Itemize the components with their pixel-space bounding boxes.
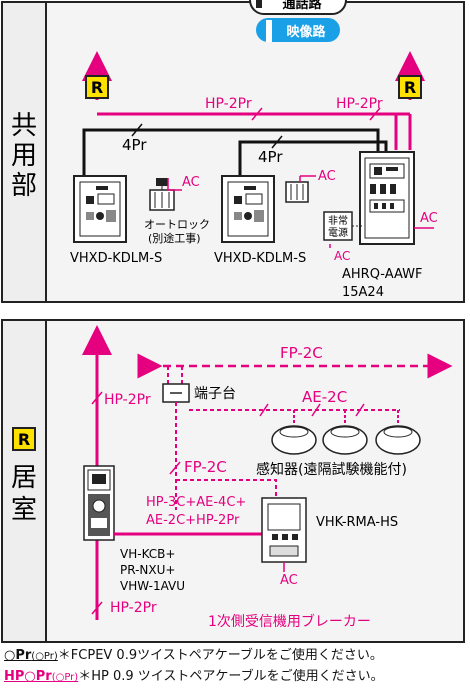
monitor-label: VHK-RMA-HS [316, 515, 398, 530]
ac-bottom: AC [334, 249, 350, 263]
dwelling-side-label-2: 室 [11, 495, 37, 525]
door-line3: VHW-1AVU [120, 579, 185, 593]
lobby-station-right [221, 175, 275, 243]
emergency-line2: 電源 [328, 226, 348, 239]
cable-4pr-left: 4Pr [122, 136, 147, 154]
4pr-lines [82, 128, 388, 180]
svg-text:R: R [18, 430, 30, 449]
r-badge-right: R [398, 75, 422, 99]
control-unit [359, 151, 415, 245]
ac-left: AC [182, 175, 200, 190]
common-side-label-2: 用 [11, 141, 37, 171]
breaker-label: 1次側受信機用ブレーカー [208, 613, 371, 630]
emergency-power: 非常 電源 [323, 211, 353, 241]
cable-ae: AE-2C [302, 388, 347, 406]
control-label-1: AHRQ-AAWF [342, 267, 422, 282]
sensor-label: 感知器(遠隔試験機能付) [256, 461, 407, 478]
door-line1: VH-KCB+ [120, 547, 175, 561]
dwelling-r-badge [12, 427, 36, 451]
cable-hp-left: HP-2Pr [205, 96, 252, 112]
autolock-line1: オートロック [144, 218, 210, 231]
cable-notes: ○Pr(○Pr)＊FCPEV 0.9ツイストペアケーブルをご使用ください。 HP… [4, 646, 468, 688]
svg-text:R: R [91, 78, 103, 97]
cable-fp-top: FP-2C [280, 344, 323, 362]
autolock-device [149, 178, 175, 211]
legend-call-line: 通話路 [282, 0, 322, 12]
combo-line2: AE-2C+HP-2Pr [146, 513, 240, 528]
terminal-label: 端子台 [194, 386, 236, 402]
note-text: ＊FCPEV 0.9ツイストペアケーブルをご使用ください。 [57, 648, 383, 663]
r-badge-left: R [85, 75, 109, 99]
smoke-sensor [271, 425, 317, 455]
note-row: HP○Pr(○Pr)＊HP 0.9 ツイストペアケーブルをご使用ください。 [4, 667, 468, 688]
lobby-station-left [73, 175, 127, 243]
door-station [83, 465, 115, 541]
ac-right: AC [420, 211, 438, 226]
note-key-small: (○Pr) [51, 672, 79, 683]
cable-4pr-right: 4Pr [258, 148, 283, 166]
legend-video-line: 映像路 [286, 24, 326, 40]
common-side-label-1: 共 [11, 111, 37, 141]
svg-text:R: R [404, 78, 416, 97]
door-line2: PR-NXU+ [120, 563, 175, 577]
note-key-small: (○Pr) [31, 651, 58, 662]
smoke-sensor [322, 425, 368, 455]
cable-hp-bottom: HP-2Pr [110, 600, 157, 616]
control-label-2: 15A24 [342, 285, 384, 300]
ac-mid: AC [318, 169, 336, 184]
note-row: ○Pr(○Pr)＊FCPEV 0.9ツイストペアケーブルをご使用ください。 [4, 646, 468, 667]
note-key: HP○Pr [4, 669, 52, 684]
legend: 通話路 映像路 [249, 0, 347, 42]
cable-hp-right: HP-2Pr [336, 96, 383, 112]
note-text: ＊HP 0.9 ツイストペアケーブルをご使用ください。 [78, 669, 384, 684]
combo-line1: HP-3C+AE-4C+ [146, 495, 246, 510]
note-key: ○Pr [4, 648, 32, 663]
autolock-line2: (別途工事) [148, 231, 201, 245]
cable-fp-mid: FP-2C [184, 458, 227, 476]
autolock-device-right [285, 181, 309, 203]
station-label-right: VHXD-KDLM-S [214, 251, 306, 266]
emergency-line1: 非常 [328, 214, 348, 227]
station-label-left: VHXD-KDLM-S [70, 251, 162, 266]
terminal-block [162, 366, 190, 403]
indoor-monitor [261, 497, 307, 563]
common-side-label-3: 部 [11, 171, 37, 201]
smoke-sensor [375, 425, 421, 455]
dwelling-side-label-1: 居 [11, 463, 37, 493]
cable-hp-top: HP-2Pr [104, 392, 151, 408]
dwelling-ac: AC [280, 573, 298, 588]
